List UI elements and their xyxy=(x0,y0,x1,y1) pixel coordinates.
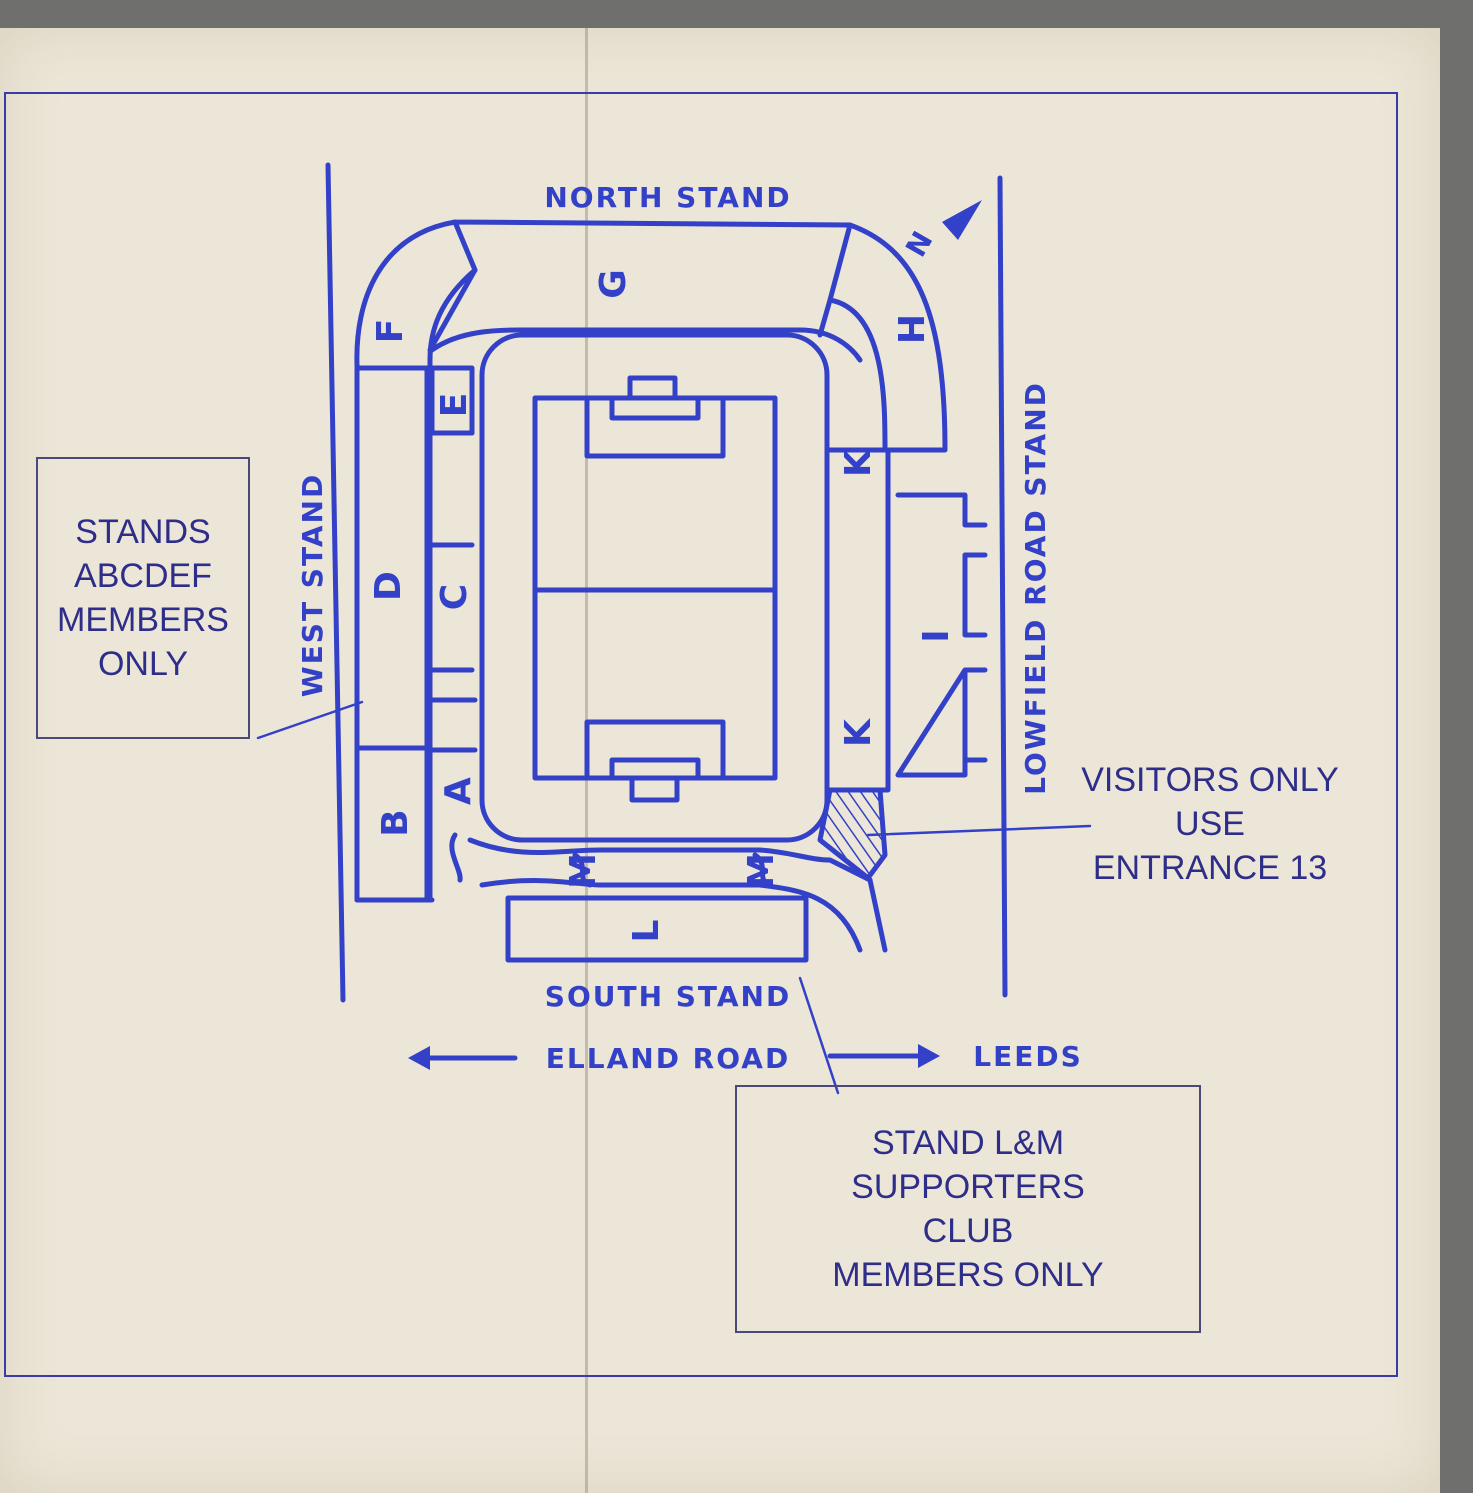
section-i-label: I xyxy=(916,627,957,642)
supporters-notice-line: STAND L&M xyxy=(871,1124,1065,1162)
south-stand-label: SOUTH STAND xyxy=(545,980,791,1013)
north-goal-box xyxy=(609,395,701,421)
section-c-label: C xyxy=(434,582,475,610)
section-k-lower-label: K xyxy=(838,717,879,747)
section-k-upper-label: K xyxy=(838,447,879,477)
section-m-markers xyxy=(572,852,773,888)
leeds-arrowhead xyxy=(918,1044,940,1068)
map-frame-border xyxy=(4,92,1398,1377)
leeds-label: LEEDS xyxy=(973,1040,1083,1073)
south-penalty-box xyxy=(584,719,726,781)
south-concourse-outer xyxy=(479,878,863,953)
section-l-block xyxy=(505,895,809,963)
members-notice-line: ONLY xyxy=(97,645,189,683)
east-boundary-line xyxy=(997,175,1008,998)
members-notice-line: MEMBERS xyxy=(57,601,229,639)
visitors-notice: VISITORS ONLY USE ENTRANCE 13 xyxy=(1060,758,1360,890)
visitors-notice-line: VISITORS ONLY xyxy=(1081,761,1339,799)
supporters-club-notice: STAND L&M SUPPORTERS CLUB MEMBERS ONLY xyxy=(735,1085,1201,1333)
section-b-label: B xyxy=(375,807,416,836)
section-m-left-label: M xyxy=(563,851,604,889)
section-d-block xyxy=(354,365,430,751)
visitors-notice-line: USE xyxy=(1175,805,1245,843)
section-g-label: G xyxy=(593,267,634,299)
section-a-label: A xyxy=(438,775,479,805)
elland-road-arrowhead xyxy=(408,1046,430,1070)
members-notice-line: STANDS xyxy=(75,513,211,551)
pitch-surround xyxy=(479,332,830,843)
visitors-notice-line: ENTRANCE 13 xyxy=(1092,849,1328,887)
north-penalty-box xyxy=(584,395,726,459)
visitors-enclosure xyxy=(817,787,888,881)
section-f-label: F xyxy=(370,317,411,344)
elland-road-label: ELLAND ROAD xyxy=(546,1042,790,1075)
section-c-dividers xyxy=(429,430,478,753)
section-e-label: E xyxy=(434,391,475,418)
members-only-notice: STANDS ABCDEF MEMBERS ONLY xyxy=(36,457,250,739)
section-d-label: D xyxy=(368,569,409,601)
north-compass-arrow xyxy=(942,200,982,240)
section-h-label: H xyxy=(889,314,930,346)
supporters-notice-line: MEMBERS ONLY xyxy=(832,1256,1104,1294)
supporters-notice-line: CLUB xyxy=(922,1212,1014,1250)
north-goal xyxy=(627,375,678,401)
south-goal-box xyxy=(609,757,701,781)
corner-f-inner xyxy=(427,267,478,903)
west-boundary-line xyxy=(325,162,346,1003)
section-a-corner xyxy=(449,832,463,883)
inner-north-ring xyxy=(429,327,863,363)
visitors-callout-line xyxy=(866,824,1092,837)
west-stand-label: WEST STAND xyxy=(296,473,329,697)
lowfield-road-stand-label: LOWFIELD ROAD STAND xyxy=(1019,381,1052,795)
outer-concourse-outline xyxy=(354,219,948,903)
members-callout-line xyxy=(256,700,364,740)
compass-north-letter: N xyxy=(899,224,940,263)
north-stand-label: NORTH STAND xyxy=(544,181,791,214)
supporters-notice-line: SUPPORTERS xyxy=(851,1168,1085,1206)
section-l-label: L xyxy=(626,918,667,943)
section-i-block xyxy=(895,492,988,778)
south-east-path xyxy=(867,877,888,953)
members-notice-line: ABCDEF xyxy=(74,557,212,595)
supporters-callout-line xyxy=(798,976,840,1095)
corner-h-inner xyxy=(827,297,888,453)
section-b-block xyxy=(354,745,430,903)
south-concourse-inner xyxy=(467,837,873,883)
south-goal xyxy=(629,775,680,803)
section-m-right-label: M xyxy=(741,851,782,889)
